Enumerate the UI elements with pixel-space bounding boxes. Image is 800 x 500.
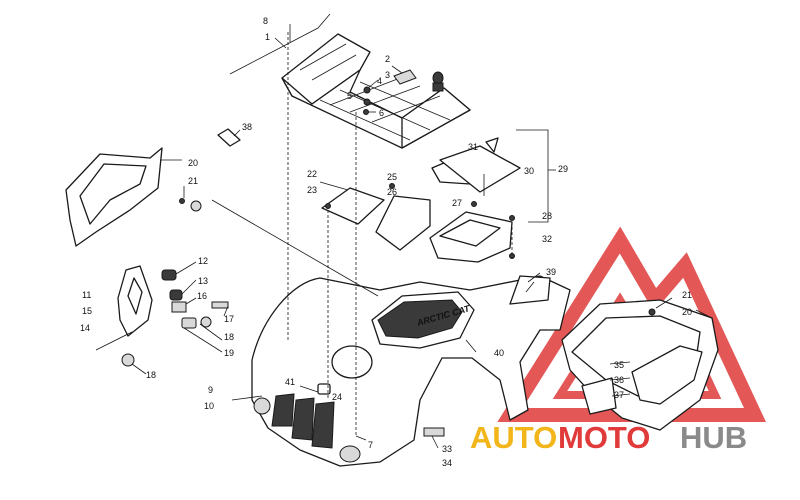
decal-38 bbox=[217, 128, 241, 147]
callout-6: 6 bbox=[379, 108, 384, 118]
right-side-panel bbox=[561, 299, 719, 431]
callout-40: 40 bbox=[494, 348, 504, 358]
callout-30: 30 bbox=[524, 166, 534, 176]
callout-9: 9 bbox=[208, 385, 213, 395]
decal-39 bbox=[509, 272, 551, 305]
callout-27: 27 bbox=[452, 198, 462, 208]
callout-37: 37 bbox=[614, 390, 624, 400]
callout-21-a: 21 bbox=[188, 176, 198, 186]
front-fender-body: ARCTIC CAT bbox=[251, 275, 571, 467]
callout-21-b: 21 bbox=[682, 290, 692, 300]
watermark-moto: MOTO bbox=[558, 420, 650, 455]
storage-compartment bbox=[319, 129, 556, 263]
front-bracket-assembly bbox=[95, 261, 229, 375]
callout-19: 19 bbox=[224, 348, 234, 358]
watermark-hub: HUB bbox=[680, 420, 747, 455]
rack-hardware bbox=[357, 65, 444, 115]
callout-18-b: 18 bbox=[146, 370, 156, 380]
callout-23: 23 bbox=[307, 185, 317, 195]
callout-8: 8 bbox=[263, 16, 268, 26]
callout-31: 31 bbox=[468, 142, 478, 152]
callout-labels: 1 2 3 4 5 6 7 8 9 10 11 12 13 14 15 16 1… bbox=[80, 16, 692, 468]
callout-12: 12 bbox=[198, 256, 208, 266]
front-grille bbox=[271, 393, 335, 449]
callout-36: 36 bbox=[614, 375, 624, 385]
callout-24: 24 bbox=[332, 392, 342, 402]
watermark-text: AUTO MOTO HUB bbox=[470, 420, 747, 455]
alignment-lines bbox=[211, 32, 713, 449]
callout-28: 28 bbox=[542, 211, 552, 221]
callout-14: 14 bbox=[80, 323, 90, 333]
callout-32: 32 bbox=[542, 234, 552, 244]
callout-7: 7 bbox=[368, 440, 373, 450]
watermark-auto: AUTO bbox=[470, 420, 557, 455]
callout-3: 3 bbox=[385, 70, 390, 80]
callout-20-b: 20 bbox=[682, 307, 692, 317]
callout-38: 38 bbox=[242, 122, 252, 132]
callout-5: 5 bbox=[347, 91, 352, 101]
callout-25: 25 bbox=[387, 172, 397, 182]
callout-17: 17 bbox=[224, 314, 234, 324]
callout-18-a: 18 bbox=[224, 332, 234, 342]
callout-13: 13 bbox=[198, 276, 208, 286]
callout-34: 34 bbox=[442, 458, 452, 468]
callout-35: 35 bbox=[614, 360, 624, 370]
callout-22: 22 bbox=[307, 169, 317, 179]
callout-26: 26 bbox=[387, 187, 397, 197]
callout-20-a: 20 bbox=[188, 158, 198, 168]
rear-rack bbox=[229, 13, 471, 149]
callout-15: 15 bbox=[82, 306, 92, 316]
callout-41: 41 bbox=[285, 377, 295, 387]
callout-4: 4 bbox=[377, 76, 382, 86]
callout-10: 10 bbox=[204, 401, 214, 411]
callout-16: 16 bbox=[197, 291, 207, 301]
callout-11: 11 bbox=[82, 290, 91, 300]
left-side-panel bbox=[65, 147, 202, 247]
callout-1: 1 bbox=[265, 32, 270, 42]
callout-29: 29 bbox=[558, 164, 568, 174]
callout-33: 33 bbox=[442, 444, 452, 454]
callout-2: 2 bbox=[385, 54, 390, 64]
callout-39: 39 bbox=[546, 267, 556, 277]
